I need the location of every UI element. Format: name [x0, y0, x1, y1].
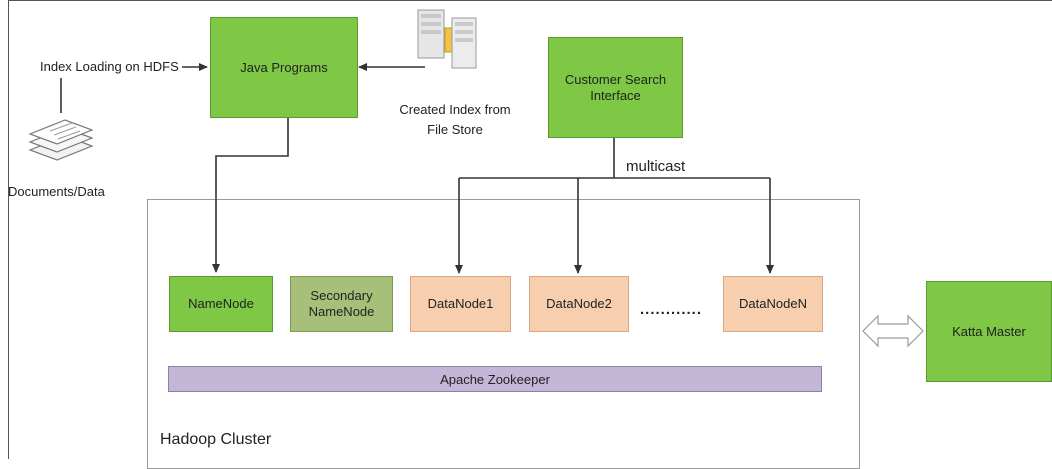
documents-label: Documents/Data [8, 184, 105, 199]
java-to-namenode-arrow [212, 118, 289, 273]
datanodeN-box: DataNodeN [723, 276, 823, 332]
java-programs-box: Java Programs [210, 17, 358, 118]
double-arrow-icon [862, 314, 924, 348]
document-stack-icon [28, 119, 94, 161]
katta-master-box: Katta Master [926, 281, 1052, 382]
index-loading-label: Index Loading on HDFS [40, 59, 179, 74]
multicast-label: multicast [626, 158, 686, 175]
datanode2-box: DataNode2 [529, 276, 629, 332]
created-index-label: Created Index from File Store [399, 102, 511, 137]
apache-zookeeper-bar: Apache Zookeeper [168, 366, 822, 392]
hadoop-cluster-container [147, 199, 860, 469]
secondary-namenode-box: Secondary NameNode [290, 276, 393, 332]
datanode1-box: DataNode1 [410, 276, 511, 332]
hadoop-cluster-label: Hadoop Cluster [160, 431, 272, 448]
namenode-box: NameNode [169, 276, 273, 332]
connector-layer [28, 9, 924, 348]
customer-search-box: Customer Search Interface [548, 37, 683, 138]
ellipsis-dots: ............ [640, 301, 703, 318]
server-stack-icon [417, 9, 477, 69]
diagram-frame [8, 0, 1052, 459]
